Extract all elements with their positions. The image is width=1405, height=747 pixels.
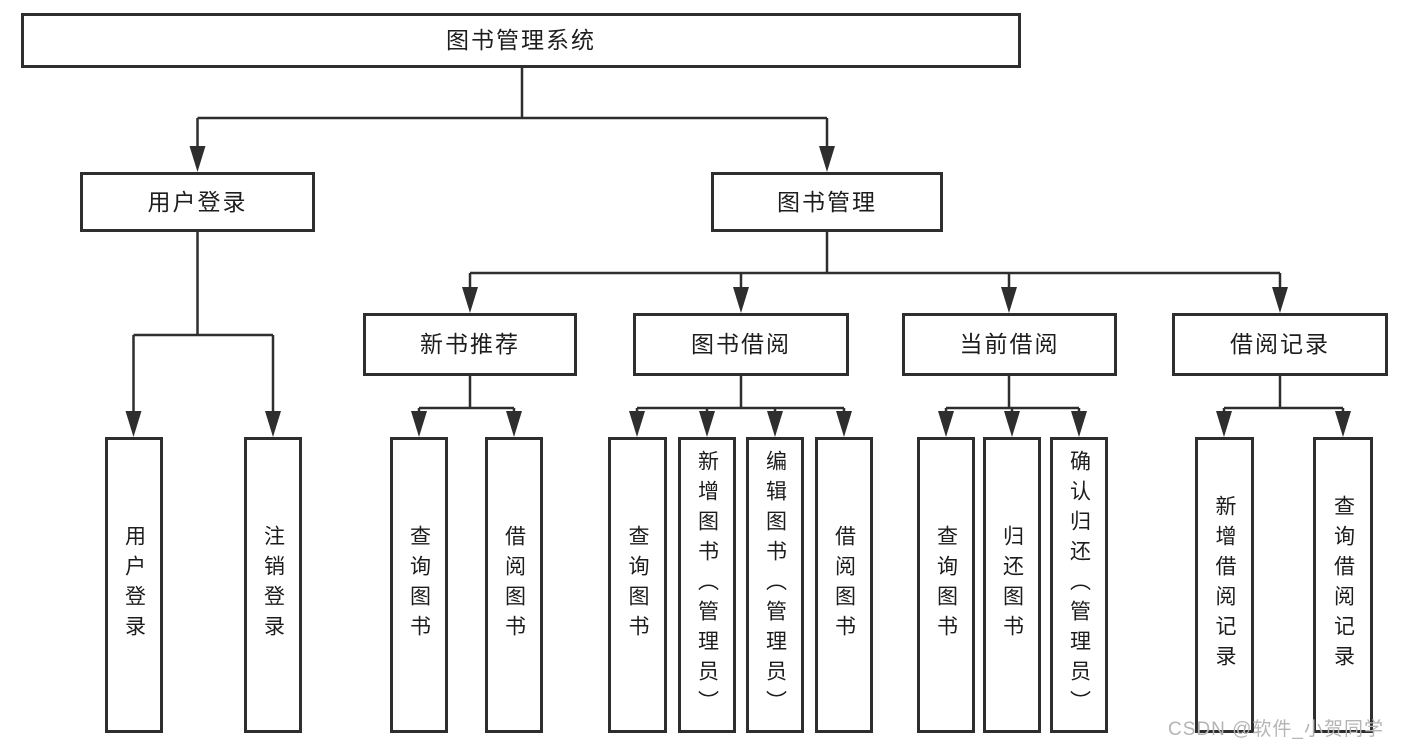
node-label: 当前借阅 bbox=[959, 331, 1060, 357]
leaf-query-books: 查询图书 bbox=[917, 437, 975, 733]
node-label: 图书管理系统 bbox=[446, 27, 596, 53]
node-user-login: 用户登录 bbox=[80, 172, 315, 232]
leaf-query-books: 查询图书 bbox=[390, 437, 448, 733]
leaf-label: 用户登录 bbox=[122, 525, 146, 645]
node-new-book-recommend: 新书推荐 bbox=[363, 313, 577, 376]
node-label: 新书推荐 bbox=[420, 331, 520, 357]
node-label: 图书借阅 bbox=[691, 331, 791, 357]
node-label: 借阅记录 bbox=[1230, 331, 1330, 357]
leaf-edit-books-admin: 编辑图书（管理员） bbox=[746, 437, 804, 733]
leaf-label: 查询图书 bbox=[934, 525, 958, 645]
node-borrowing-records: 借阅记录 bbox=[1172, 313, 1388, 376]
node-book-management: 图书管理 bbox=[711, 172, 943, 232]
node-label: 用户登录 bbox=[147, 188, 248, 215]
leaf-label: 查询图书 bbox=[407, 525, 431, 645]
leaf-label: 确认归还（管理员） bbox=[1067, 450, 1091, 720]
leaf-label: 新增借阅记录 bbox=[1213, 495, 1236, 675]
node-root: 图书管理系统 bbox=[21, 13, 1021, 68]
leaf-logout: 注销登录 bbox=[244, 437, 302, 733]
leaf-label: 借阅图书 bbox=[832, 525, 856, 645]
leaf-query-books: 查询图书 bbox=[608, 437, 667, 733]
leaf-user-login: 用户登录 bbox=[105, 437, 163, 733]
leaf-borrow-books: 借阅图书 bbox=[815, 437, 873, 733]
leaf-label: 编辑图书（管理员） bbox=[763, 450, 787, 720]
watermark: CSDN @软件_小贺同学 bbox=[1168, 719, 1384, 740]
node-label: 图书管理 bbox=[777, 188, 877, 215]
arrow-down-icons bbox=[125, 146, 1351, 437]
leaf-confirm-return-admin: 确认归还（管理员） bbox=[1050, 437, 1108, 733]
leaf-label: 归还图书 bbox=[1000, 525, 1024, 645]
leaf-query-borrow-record: 查询借阅记录 bbox=[1313, 437, 1373, 733]
node-current-borrowing: 当前借阅 bbox=[902, 313, 1117, 376]
leaf-return-books: 归还图书 bbox=[983, 437, 1041, 733]
leaf-add-books-admin: 新增图书（管理员） bbox=[678, 437, 736, 733]
leaf-label: 注销登录 bbox=[261, 525, 285, 645]
leaf-add-borrow-record: 新增借阅记录 bbox=[1195, 437, 1254, 733]
leaf-label: 查询借阅记录 bbox=[1331, 495, 1355, 675]
leaf-label: 新增图书（管理员） bbox=[695, 450, 719, 720]
leaf-label: 查询图书 bbox=[626, 525, 649, 645]
leaf-borrow-books: 借阅图书 bbox=[485, 437, 543, 733]
leaf-label: 借阅图书 bbox=[502, 525, 526, 645]
node-book-borrowing: 图书借阅 bbox=[633, 313, 849, 376]
